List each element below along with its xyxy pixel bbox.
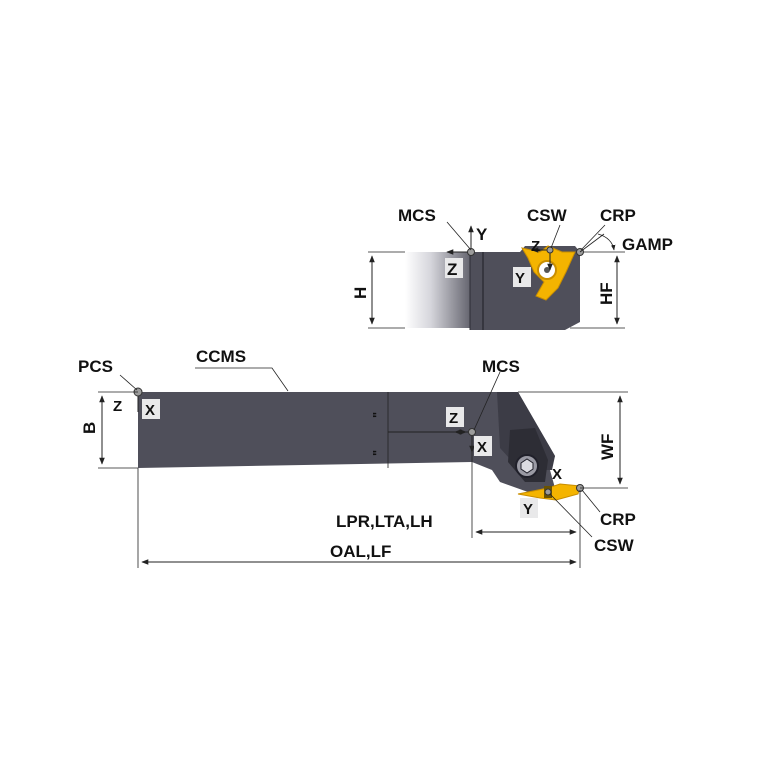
top-z-label: Z	[449, 410, 458, 427]
side-insert-screw-center	[544, 267, 550, 273]
side-crp-label: CRP	[600, 206, 636, 225]
side-z-label: Z	[447, 260, 457, 279]
leader-ccms	[195, 367, 289, 392]
leader-mcs-top	[473, 371, 501, 431]
gamp-ref	[579, 233, 605, 253]
top-crp-label: CRP	[600, 510, 636, 529]
wf-label: WF	[598, 434, 617, 460]
leader-csw-side	[550, 224, 561, 249]
side-z-insert-label: Z	[531, 238, 540, 255]
top-csw-point	[544, 488, 552, 496]
top-mcs-point	[468, 428, 476, 436]
b-label: B	[80, 422, 99, 434]
tick-mark-a: "	[370, 412, 385, 418]
top-mcs-label: MCS	[482, 357, 520, 376]
side-hf-label: HF	[597, 282, 616, 305]
top-view: PCS CCMS MCS Z X Z X X Y CRP CSW LPR,LTA…	[78, 347, 636, 568]
ccms-label: CCMS	[196, 347, 246, 366]
side-y-label: Y	[476, 225, 488, 244]
top-shank	[138, 392, 555, 492]
top-y-insert-label: Y	[523, 501, 533, 518]
side-csw-label: CSW	[527, 206, 568, 225]
side-csw-point	[546, 246, 554, 254]
side-h-label: H	[351, 287, 370, 299]
lpr-label: LPR,LTA,LH	[336, 512, 433, 531]
side-mcs-point	[467, 248, 475, 256]
pcs-z-label: Z	[113, 398, 122, 415]
pcs-x-label: X	[145, 402, 155, 419]
side-y-insert-label: Y	[515, 270, 525, 287]
side-mcs-label: MCS	[398, 206, 436, 225]
leader-crp-top	[581, 489, 601, 513]
side-view: MCS CSW CRP GAMP Y Z Z Y H HF	[351, 206, 673, 330]
gamp-arc	[597, 233, 616, 251]
pcs-label: PCS	[78, 357, 113, 376]
side-shank	[405, 252, 478, 328]
tick-mark-b: "	[370, 450, 385, 456]
leader-crp-side	[580, 224, 606, 251]
leader-mcs-side	[446, 221, 472, 251]
top-screw-hex	[520, 458, 534, 474]
leader-pcs	[119, 374, 138, 391]
top-x-label: X	[477, 439, 487, 456]
leader-csw-top	[549, 493, 593, 538]
top-csw-label: CSW	[594, 536, 635, 555]
top-x-insert-label: X	[552, 466, 562, 483]
side-gamp-label: GAMP	[622, 235, 673, 254]
oal-label: OAL,LF	[330, 542, 391, 561]
